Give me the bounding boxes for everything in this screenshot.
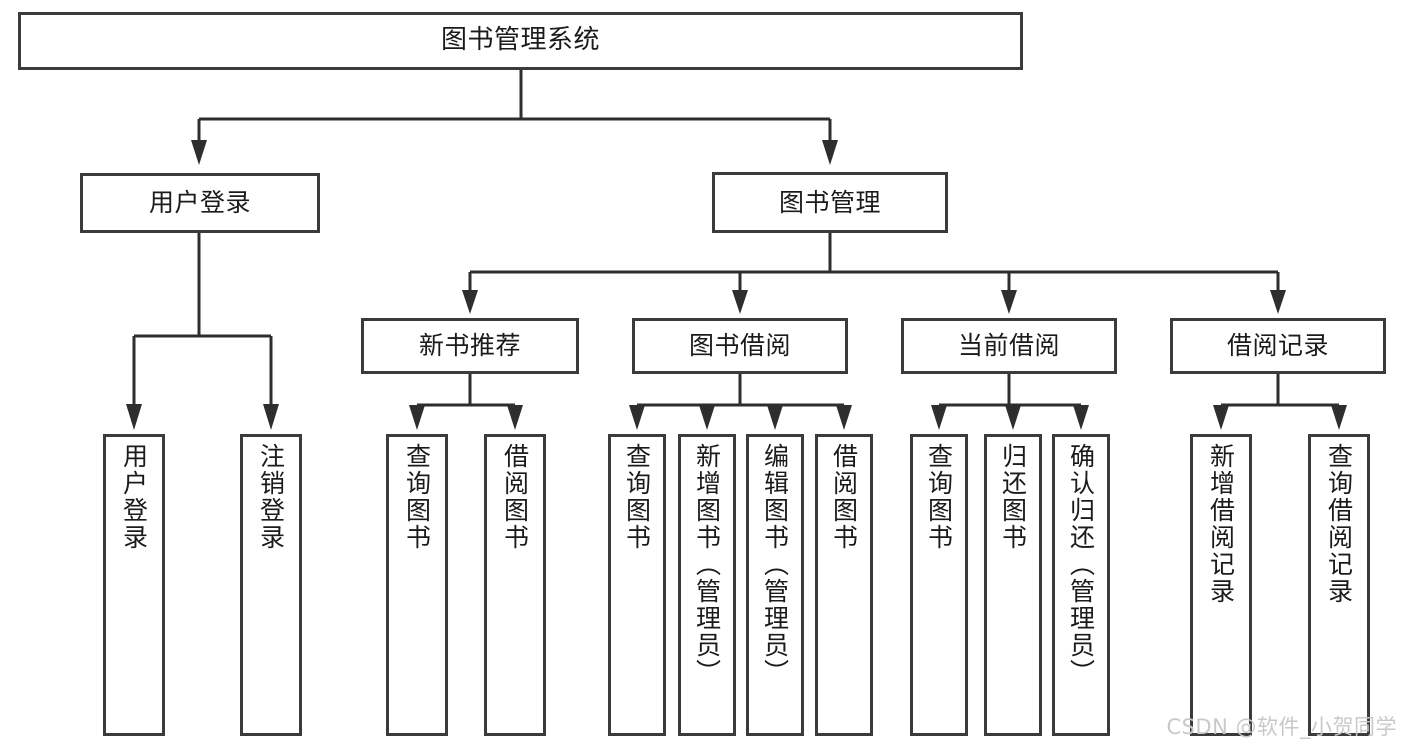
node-label: 图书管理系统 xyxy=(440,25,600,56)
node-leaf-add-record[interactable]: 新增借阅记录 xyxy=(1190,434,1252,736)
node-leaf-query-book-3[interactable]: 查询图书 xyxy=(910,434,968,736)
node-label: 用户登录 xyxy=(148,188,251,217)
node-label: 图书管理 xyxy=(778,187,881,217)
node-label: 归还图书 xyxy=(998,443,1028,551)
arrow-leaf-add-record xyxy=(1213,405,1229,430)
node-leaf-query-book-1[interactable]: 查询图书 xyxy=(386,434,448,736)
node-leaf-add-book[interactable]: 新增图书（管理员） xyxy=(678,434,736,736)
node-label: 借阅图书 xyxy=(500,443,530,551)
node-book-borrow[interactable]: 图书借阅 xyxy=(632,318,848,374)
node-label: 编辑图书（管理员） xyxy=(760,443,790,686)
node-label: 注销登录 xyxy=(256,443,286,551)
arrow-leaf-borrow-book-2 xyxy=(836,405,852,430)
node-label: 借阅图书 xyxy=(829,443,859,551)
arrow-current-borrow xyxy=(1001,290,1017,314)
node-label: 确认归还（管理员） xyxy=(1066,443,1096,686)
node-label: 图书借阅 xyxy=(688,331,791,360)
node-leaf-borrow-book-2[interactable]: 借阅图书 xyxy=(815,434,873,736)
node-new-book-recommend[interactable]: 新书推荐 xyxy=(361,318,579,374)
node-label: 新书推荐 xyxy=(418,331,521,360)
arrow-leaf-add-book xyxy=(699,405,715,430)
node-borrow-record[interactable]: 借阅记录 xyxy=(1170,318,1386,374)
watermark: CSDN @软件_小贺同学 xyxy=(1166,715,1397,739)
node-root-system[interactable]: 图书管理系统 xyxy=(18,12,1023,70)
node-label: 查询图书 xyxy=(622,443,652,551)
node-leaf-logout[interactable]: 注销登录 xyxy=(240,434,302,736)
arrow-leaf-borrow-book-1 xyxy=(507,405,523,430)
arrow-leaf-edit-book xyxy=(767,405,783,430)
node-leaf-borrow-book-1[interactable]: 借阅图书 xyxy=(484,434,546,736)
node-leaf-user-login[interactable]: 用户登录 xyxy=(103,434,165,736)
arrow-leaf-user-login xyxy=(126,404,142,430)
arrow-leaf-return-book xyxy=(1005,405,1021,430)
node-label: 用户登录 xyxy=(119,443,149,551)
node-leaf-return-book[interactable]: 归还图书 xyxy=(984,434,1042,736)
node-leaf-query-book-2[interactable]: 查询图书 xyxy=(608,434,666,736)
arrow-leaf-query-book-2 xyxy=(629,405,645,430)
node-label: 查询图书 xyxy=(402,443,432,551)
node-label: 当前借阅 xyxy=(957,331,1060,360)
arrow-borrow-record xyxy=(1270,290,1286,314)
node-leaf-edit-book[interactable]: 编辑图书（管理员） xyxy=(746,434,804,736)
arrow-new-book-rec xyxy=(462,290,478,314)
node-label: 查询图书 xyxy=(924,443,954,551)
node-current-borrow[interactable]: 当前借阅 xyxy=(901,318,1117,374)
node-label: 新增借阅记录 xyxy=(1206,443,1236,605)
arrow-book-manage xyxy=(822,140,838,165)
arrow-leaf-query-record xyxy=(1331,405,1347,430)
arrow-book-borrow xyxy=(732,290,748,314)
arrow-leaf-query-book-1 xyxy=(409,405,425,430)
node-leaf-query-record[interactable]: 查询借阅记录 xyxy=(1308,434,1370,736)
node-label: 查询借阅记录 xyxy=(1324,443,1354,605)
arrow-leaf-logout xyxy=(263,404,279,430)
node-user-login[interactable]: 用户登录 xyxy=(80,173,320,233)
node-book-manage[interactable]: 图书管理 xyxy=(712,172,948,233)
node-label: 新增图书（管理员） xyxy=(692,443,722,686)
arrow-leaf-query-book-3 xyxy=(931,405,947,430)
node-leaf-confirm-return[interactable]: 确认归还（管理员） xyxy=(1052,434,1110,736)
arrow-user-login xyxy=(191,140,207,165)
node-label: 借阅记录 xyxy=(1226,331,1329,360)
arrow-leaf-confirm-return xyxy=(1073,405,1089,430)
